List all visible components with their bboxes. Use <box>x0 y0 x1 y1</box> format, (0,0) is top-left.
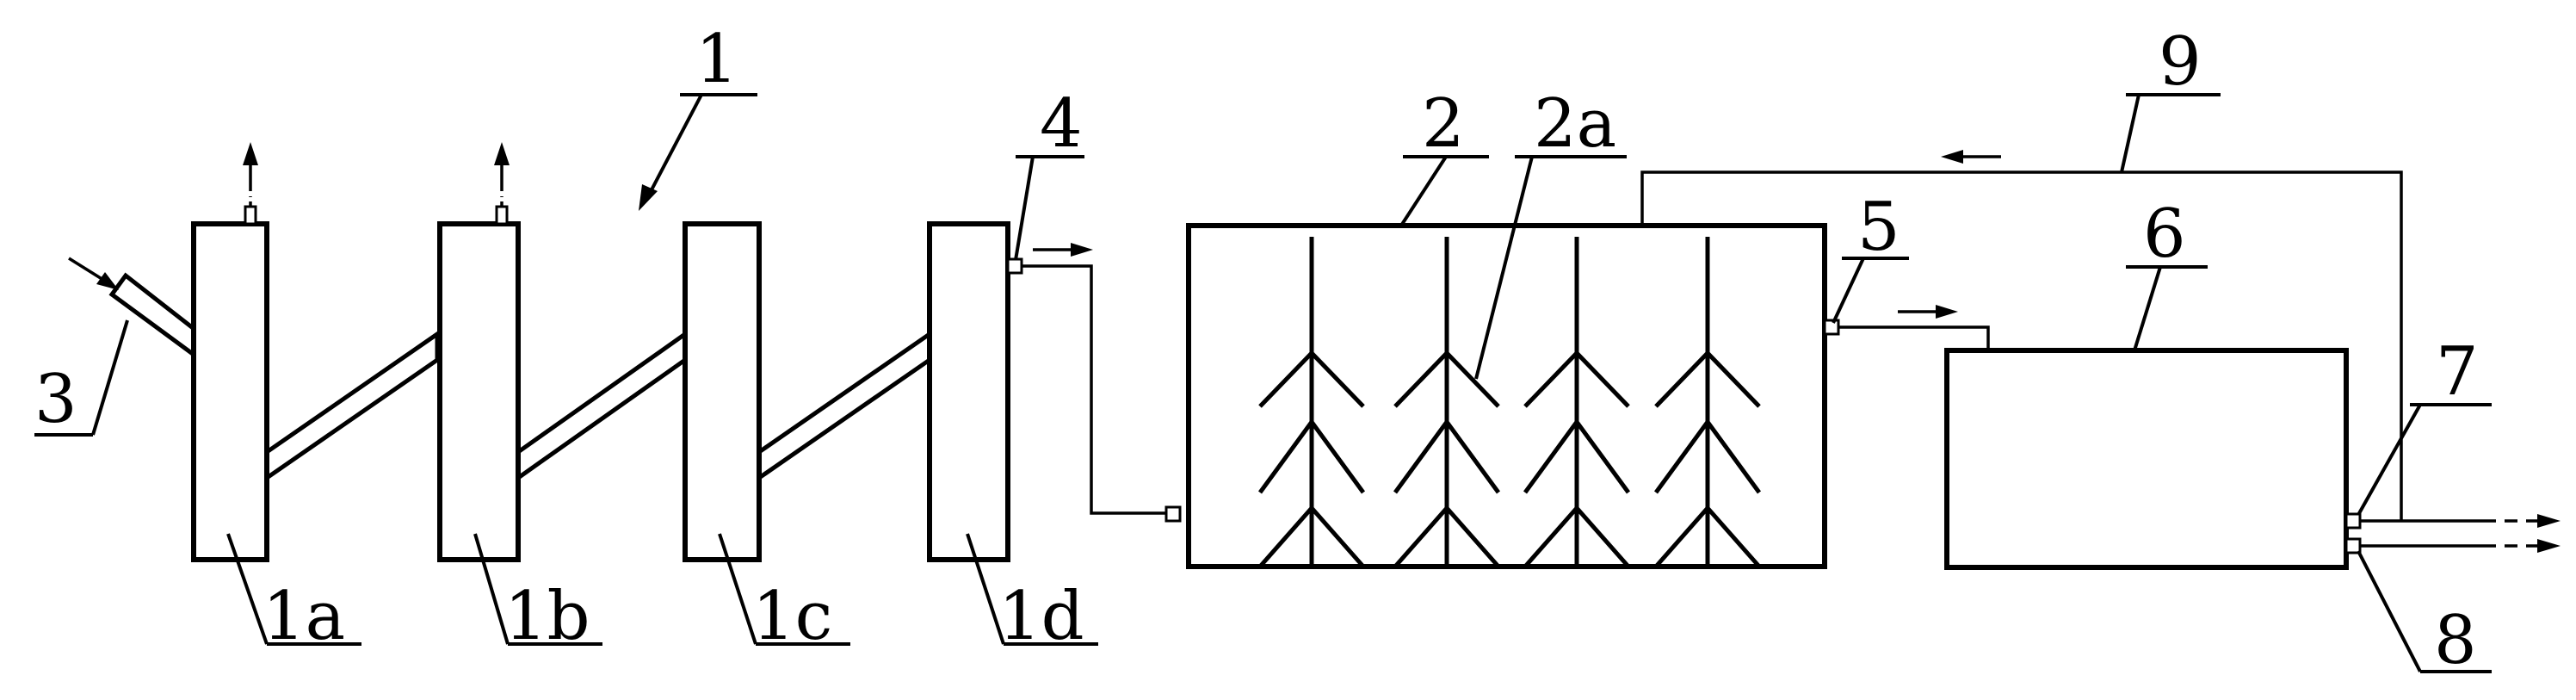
return-line-9 <box>1640 170 2403 521</box>
label-1a: 1a <box>263 578 345 655</box>
label-1d: 1d <box>998 578 1084 655</box>
label-3: 3 <box>34 361 77 438</box>
vent-arrow-1b <box>494 142 510 226</box>
aerator-group <box>1257 237 1762 568</box>
pipe-5-to-tank <box>1838 325 1990 350</box>
port-5 <box>1823 319 1840 336</box>
pipe-4-to-basin <box>1022 264 1166 515</box>
tank-1b <box>437 221 521 562</box>
tank-6 <box>1944 348 2349 570</box>
basin-inlet-port <box>1164 505 1182 523</box>
port-8 <box>2344 537 2362 554</box>
leader-lines <box>34 93 2492 673</box>
pipe-1c-1d <box>757 330 932 482</box>
outlet-arrows <box>2505 514 2561 553</box>
label-1c: 1c <box>752 578 832 655</box>
pipe-1b-1c <box>516 330 688 482</box>
label-2: 2 <box>1422 85 1465 163</box>
port-7 <box>2344 512 2362 530</box>
label-6: 6 <box>2143 195 2186 273</box>
label-5: 5 <box>1857 189 1900 266</box>
tank-1d <box>927 221 1010 562</box>
flow-arrow-4 <box>1033 243 1093 257</box>
label-7: 7 <box>2436 333 2479 411</box>
label-1: 1 <box>695 21 738 98</box>
label-9: 9 <box>2159 23 2202 101</box>
label-2a: 2a <box>1534 85 1616 163</box>
tank-1c <box>683 221 762 562</box>
pipe-1a-1b <box>264 330 440 482</box>
label-1b: 1b <box>504 578 590 655</box>
vent-arrow-1a <box>243 142 258 226</box>
label-4: 4 <box>1040 85 1083 163</box>
basin-2 <box>1186 223 1827 569</box>
port-4 <box>1006 257 1023 275</box>
return-arrow-9 <box>1941 150 2001 164</box>
tank-1a <box>191 221 269 562</box>
flow-arrow-5 <box>1898 305 1958 319</box>
inlet-pipe <box>68 257 199 361</box>
label-8: 8 <box>2434 602 2477 679</box>
